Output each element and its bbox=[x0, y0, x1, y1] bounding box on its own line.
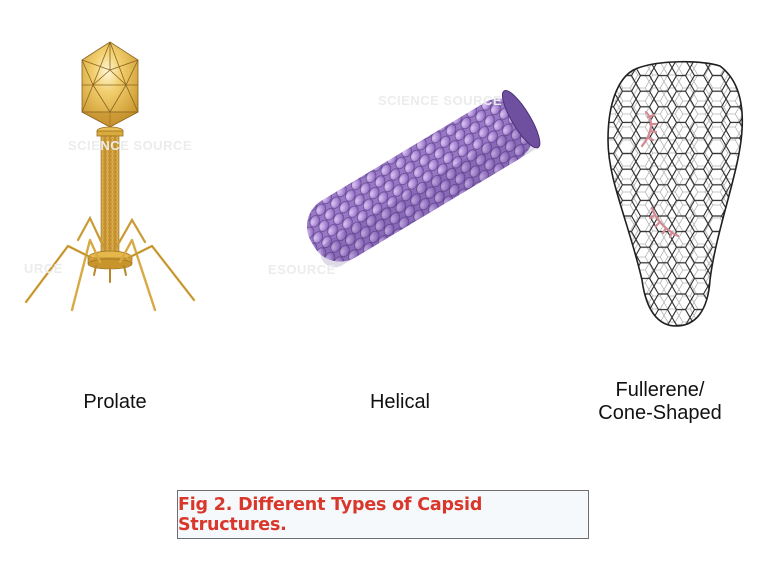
helical-panel bbox=[290, 80, 550, 280]
figure-caption-box: Fig 2. Different Types of Capsid Structu… bbox=[177, 490, 589, 539]
prolate-panel bbox=[20, 30, 220, 320]
bacteriophage-icon bbox=[24, 41, 196, 312]
fullerene-label-line1: Fullerene/ bbox=[615, 379, 705, 401]
watermark: ESOURCE bbox=[268, 262, 336, 277]
fullerene-label-line2: Cone-Shaped bbox=[598, 402, 722, 424]
watermark: SCIENCE SOURCE bbox=[378, 93, 503, 108]
helical-label: Helical bbox=[369, 391, 431, 413]
fullerene-label: Fullerene/ Cone-Shaped bbox=[570, 379, 750, 425]
helical-capsid-icon bbox=[307, 90, 541, 268]
fullerene-cone-capsid-icon bbox=[607, 60, 744, 327]
prolate-label: Prolate bbox=[83, 391, 147, 413]
watermark: URCE bbox=[24, 261, 63, 276]
figure-caption: Fig 2. Different Types of Capsid Structu… bbox=[178, 494, 483, 535]
watermark: SCIENCE SOURCE bbox=[68, 138, 193, 153]
fullerene-panel bbox=[600, 60, 750, 332]
